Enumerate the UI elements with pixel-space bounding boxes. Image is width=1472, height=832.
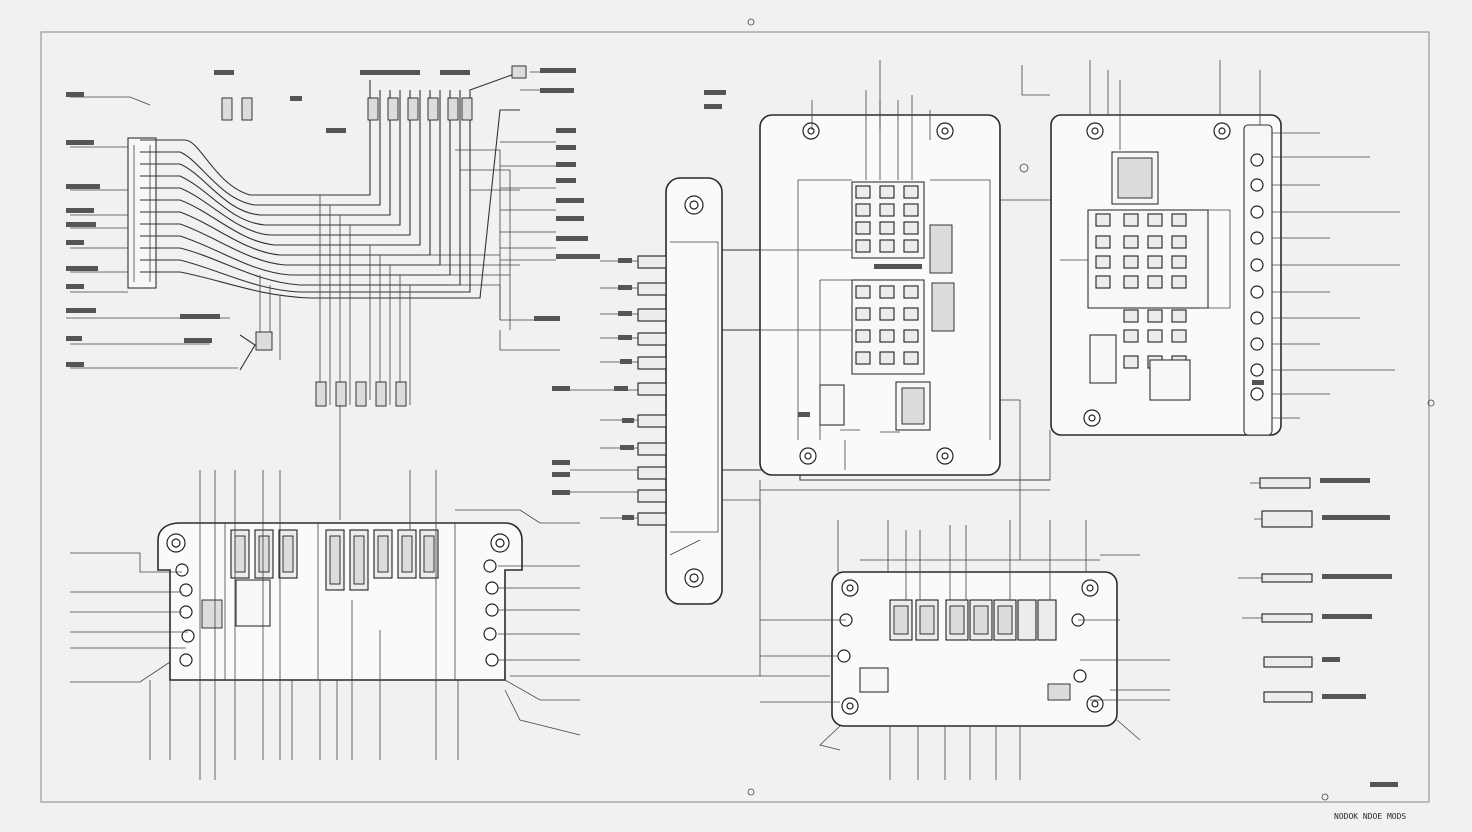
drawing-frame (40, 31, 1430, 803)
fuse-panel-center (759, 60, 1001, 476)
module-bottom-left (70, 470, 581, 780)
frame-markers (747, 18, 1435, 801)
module-bottom-center-fuses (889, 599, 1057, 641)
module-bottom-center (760, 520, 1170, 780)
module-bottom-left-fuses (230, 529, 439, 591)
rail-connectors (637, 255, 667, 526)
legend-symbols (1238, 477, 1398, 787)
rail-label-stubs (552, 90, 726, 520)
fuse-grid-center-bottom (855, 285, 919, 365)
relay-panel-right (760, 60, 1400, 491)
module-bottom-left-terminals (175, 559, 499, 667)
harness-top-left (66, 65, 600, 407)
harness-label-stubs (66, 68, 600, 367)
center-rail (552, 90, 1050, 605)
relay-rail-right (1243, 124, 1273, 436)
harness-bundle (140, 71, 521, 405)
interconnect-wires (339, 330, 1021, 677)
title-block-label: NODOK NDOE MODS (1334, 812, 1406, 821)
fuse-grid-center-top (855, 185, 919, 253)
harness-connector-left (127, 137, 157, 289)
harness-bottom-pins (239, 331, 407, 407)
harness-top-pins (221, 65, 527, 121)
